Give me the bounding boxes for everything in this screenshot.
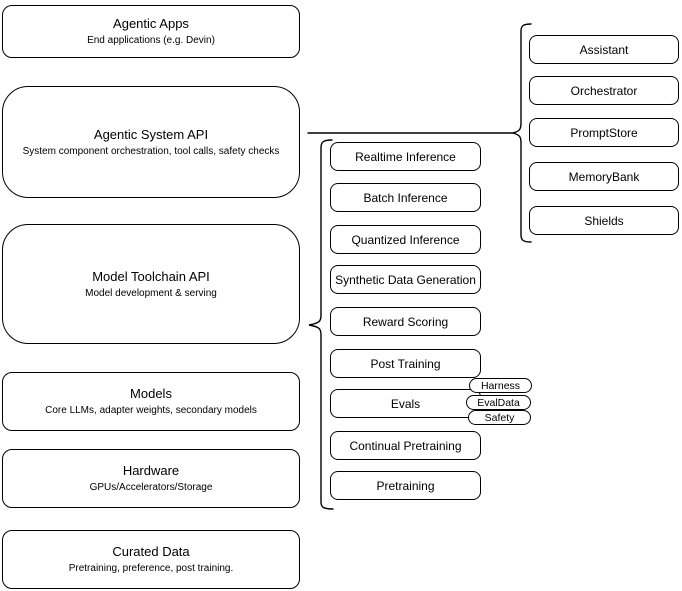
node-title: Curated Data bbox=[112, 544, 190, 559]
node-title: Agentic System API bbox=[93, 126, 209, 142]
node-model-toolchain-api: Model Toolchain API Model development & … bbox=[2, 224, 300, 344]
node-curated-data: Curated Data Pretraining, preference, po… bbox=[2, 530, 300, 589]
tag-safety: Safety bbox=[468, 410, 531, 425]
node-subtitle: Pretraining, preference, post training. bbox=[68, 563, 234, 574]
node-batch-inference: Batch Inference bbox=[330, 183, 481, 212]
node-assistant: Assistant bbox=[529, 35, 679, 64]
node-subtitle: System component orchestration, tool cal… bbox=[22, 145, 280, 157]
node-title: Agentic Apps bbox=[113, 16, 189, 31]
node-synthetic-data-generation: Synthetic Data Generation bbox=[330, 265, 481, 294]
node-title: Hardware bbox=[122, 463, 180, 478]
tag-harness: Harness bbox=[469, 378, 532, 393]
node-models: Models Core LLMs, adapter weights, secon… bbox=[2, 372, 300, 431]
node-pretraining: Pretraining bbox=[330, 471, 481, 500]
node-orchestrator: Orchestrator bbox=[529, 76, 679, 105]
node-subtitle: End applications (e.g. Devin) bbox=[87, 35, 215, 46]
node-reward-scoring: Reward Scoring bbox=[330, 307, 481, 336]
node-post-training: Post Training bbox=[330, 349, 481, 378]
node-agentic-apps: Agentic Apps End applications (e.g. Devi… bbox=[2, 5, 300, 58]
node-evals: Evals bbox=[330, 389, 481, 418]
node-hardware: Hardware GPUs/Accelerators/Storage bbox=[2, 449, 300, 508]
node-agentic-system-api: Agentic System API System component orch… bbox=[2, 86, 300, 198]
node-memorybank: MemoryBank bbox=[529, 162, 679, 191]
node-title: Models bbox=[130, 386, 172, 401]
node-promptstore: PromptStore bbox=[529, 118, 679, 147]
tag-evaldata: EvalData bbox=[466, 395, 531, 410]
node-subtitle: Model development & serving bbox=[85, 287, 217, 299]
node-subtitle: Core LLMs, adapter weights, secondary mo… bbox=[45, 405, 257, 416]
node-realtime-inference: Realtime Inference bbox=[330, 142, 481, 171]
node-continual-pretraining: Continual Pretraining bbox=[330, 431, 481, 460]
node-shields: Shields bbox=[529, 206, 679, 235]
node-title: Model Toolchain API bbox=[92, 268, 210, 284]
node-quantized-inference: Quantized Inference bbox=[330, 225, 481, 254]
node-subtitle: GPUs/Accelerators/Storage bbox=[89, 482, 213, 493]
